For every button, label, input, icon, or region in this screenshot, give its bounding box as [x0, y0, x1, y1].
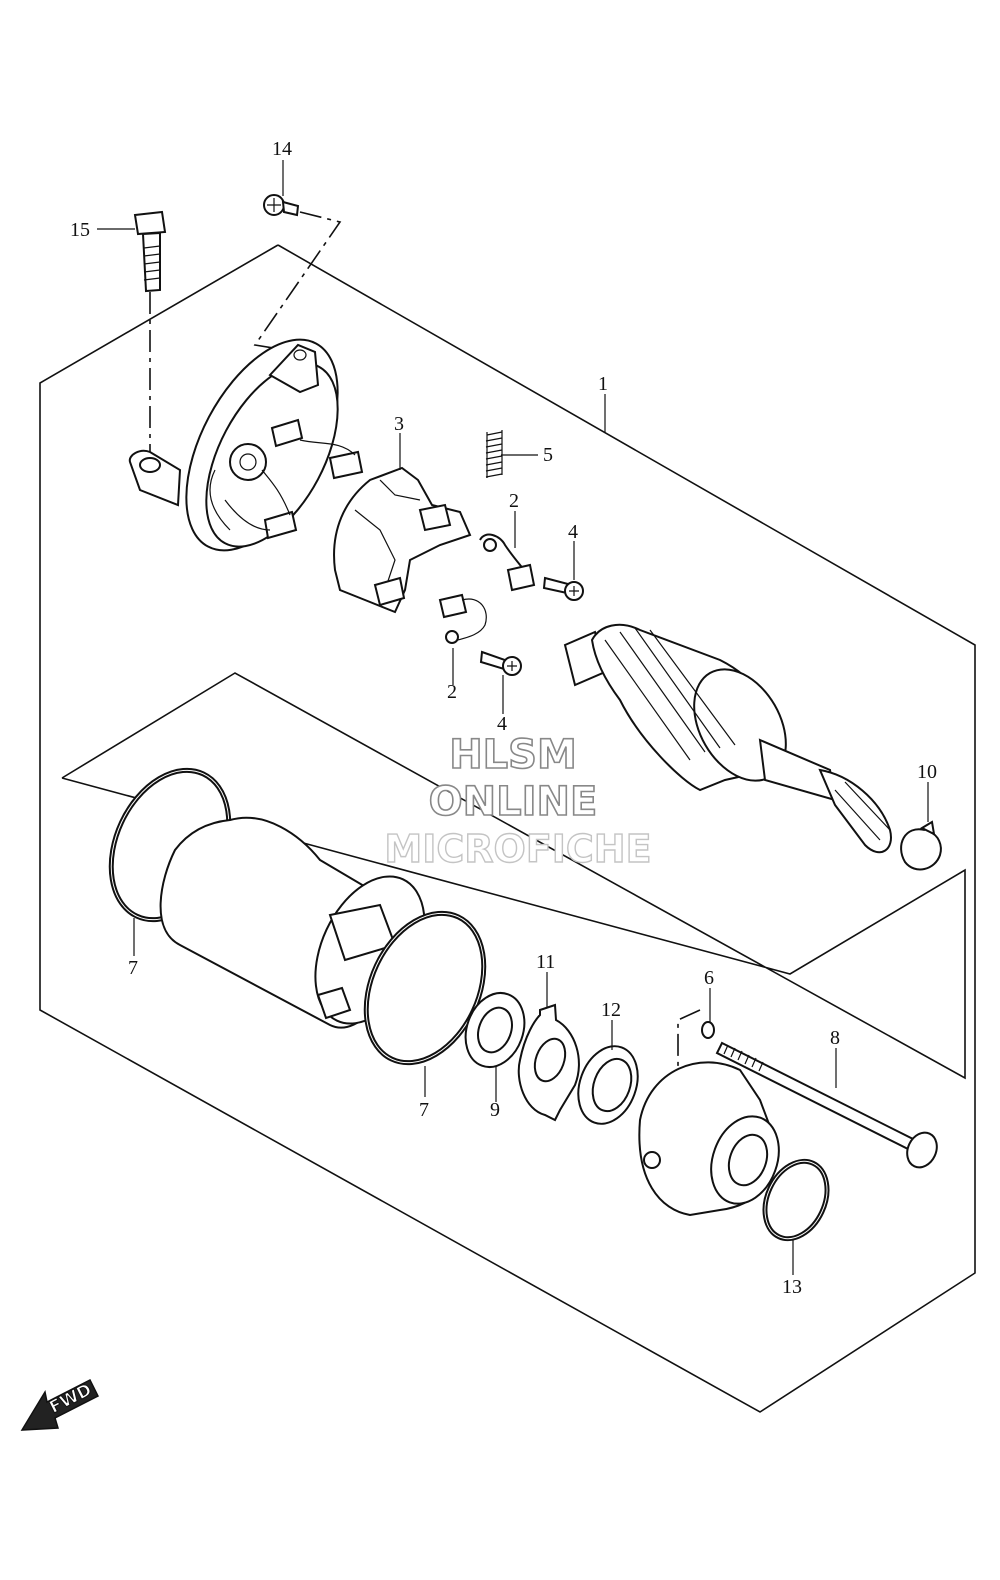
- inner-frame: [61, 672, 966, 1080]
- washer-part: [464, 992, 526, 1068]
- callout-4-lower: 4: [497, 713, 507, 735]
- fwd-arrow-icon: FWD: [20, 1378, 100, 1431]
- callout-14: 14: [272, 138, 292, 160]
- callout-11: 11: [536, 951, 555, 973]
- oring-front-part: [762, 1158, 830, 1242]
- callout-4-upper: 4: [568, 521, 578, 543]
- spring-part: [485, 430, 503, 478]
- lock-washer-part: [517, 1003, 580, 1122]
- rear-housing-part: [128, 338, 364, 552]
- callout-10: 10: [917, 761, 937, 783]
- screw-upper-part: [542, 576, 584, 601]
- through-bolt-part: [715, 1041, 938, 1169]
- fwd-label: FWD: [46, 1380, 95, 1418]
- callout-7-left: 7: [128, 957, 138, 979]
- screw-part: [263, 194, 300, 217]
- watermark-line-3: MICROFICHE: [384, 827, 651, 871]
- alignment-line-screw: [253, 211, 342, 353]
- small-oring-part: [701, 1021, 715, 1039]
- bolt-part: [133, 210, 167, 293]
- brush-holder-part: [333, 466, 472, 614]
- brush-lower-part: [438, 593, 487, 644]
- leader-lines: [97, 160, 929, 1275]
- callout-6: 6: [704, 967, 714, 989]
- armature-part: [563, 623, 892, 854]
- callout-3: 3: [394, 413, 404, 435]
- callout-1: 1: [598, 373, 608, 395]
- screw-lower-part: [479, 650, 522, 676]
- callout-9: 9: [490, 1099, 500, 1121]
- front-housing-part: [638, 1061, 780, 1217]
- callout-2-lower: 2: [447, 681, 457, 703]
- oil-seal-part: [577, 1045, 639, 1125]
- callout-13: 13: [782, 1276, 802, 1298]
- callout-15: 15: [70, 219, 90, 241]
- brush-upper-part: [479, 533, 536, 592]
- callout-8: 8: [830, 1027, 840, 1049]
- watermark-line-2: ONLINE: [429, 779, 598, 825]
- watermark-line-1: HLSM: [449, 732, 577, 778]
- callout-7-right: 7: [419, 1099, 429, 1121]
- assembly-outline: [39, 244, 976, 1413]
- circlip-part: [900, 820, 942, 871]
- callout-5: 5: [543, 444, 553, 466]
- callout-2-upper: 2: [509, 490, 519, 512]
- callout-12: 12: [601, 999, 621, 1021]
